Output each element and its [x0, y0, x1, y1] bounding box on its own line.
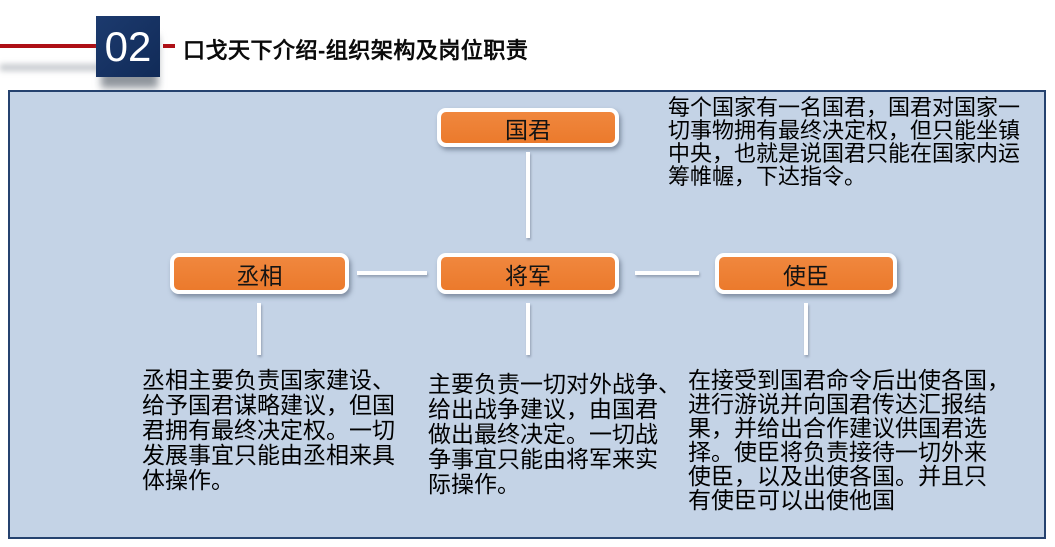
envoy-description: 在接受到国君命令后出使各国， 进行游说并向国君传达汇报结 果，并给出合作建议供国…: [688, 367, 1010, 513]
org-node-envoy: 使臣: [715, 253, 897, 294]
org-node-envoy-label: 使臣: [783, 262, 829, 289]
connector-general-description: [526, 303, 530, 355]
header-accent-line: [0, 44, 97, 48]
general-description: 主要负责一切对外战争、 给出战争建议，由国君 做出最终决定。一切战 争事宜只能由…: [428, 371, 681, 497]
section-number-badge: 02: [96, 16, 160, 77]
minister-description: 丞相主要负责国家建设、 给予国君谋略建议，但国 君拥有最终决定权。一切 发展事宜…: [142, 367, 395, 493]
connector-minister-description: [257, 303, 261, 355]
org-node-king: 国君: [437, 108, 619, 147]
content-panel: 国君 每个国家有一名国君，国君对国家一 切事物拥有最终决定权，但只能坐镇 中央，…: [8, 90, 1046, 539]
org-node-king-label: 国君: [505, 116, 551, 143]
connector-general-envoy: [635, 271, 699, 275]
org-node-minister-label: 丞相: [236, 262, 283, 289]
org-node-general: 将军: [437, 253, 619, 294]
org-node-general-label: 将军: [505, 262, 551, 289]
king-description: 每个国家有一名国君，国君对国家一 切事物拥有最终决定权，但只能坐镇 中央，也就是…: [668, 95, 1021, 189]
header-accent-line-shadow: [0, 64, 100, 71]
connector-envoy-description: [804, 303, 808, 355]
header-accent-dash: [163, 44, 175, 48]
org-node-minister: 丞相: [170, 253, 349, 294]
connector-minister-general: [357, 271, 427, 275]
connector-king-general: [526, 152, 530, 238]
page-title: 口戈天下介绍-组织架构及岗位职责: [183, 38, 529, 63]
